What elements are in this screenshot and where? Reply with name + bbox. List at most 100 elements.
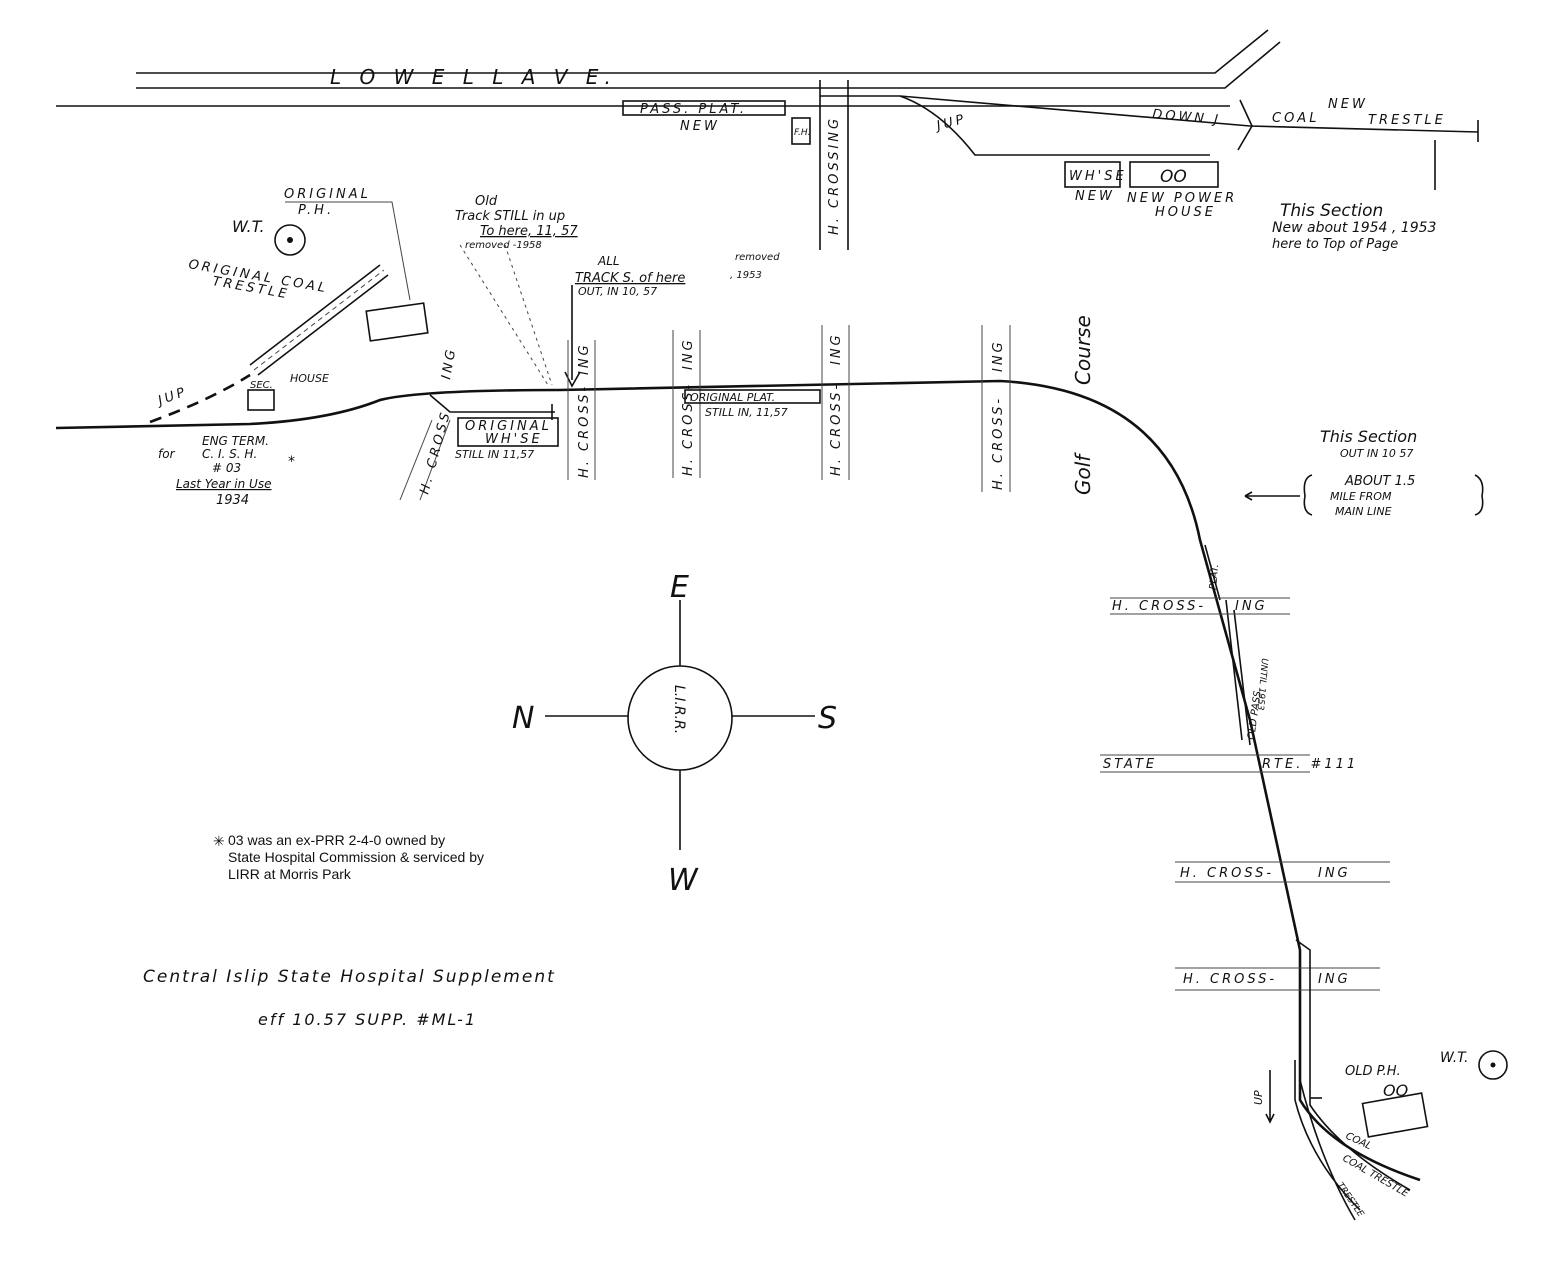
trestle-label: TRESTLE: [1368, 113, 1446, 128]
up-label: UP: [1252, 1090, 1265, 1105]
orig-whse-still: STILL IN 11,57: [455, 448, 534, 461]
sec-label: SEC.: [250, 380, 273, 391]
water-tower-icon: [274, 224, 306, 256]
title-line-1: Central Islip State Hospital Supplement: [143, 967, 556, 987]
footnote: 03 was an ex-PRR 2-4-0 owned by ✳ State …: [213, 832, 484, 882]
notes: Old Track STILL in up To here, 11, 57 re…: [455, 194, 780, 388]
section-note-3: here to Top of Page: [1272, 237, 1398, 252]
east-note-5: MAIN LINE: [1335, 505, 1392, 518]
for-label: for: [158, 447, 176, 461]
h-cross-s2-ing: ING: [1318, 866, 1351, 881]
compass-n: N: [512, 701, 534, 736]
pass-plat-label: PASS. PLAT.: [640, 102, 747, 117]
new-trestle-label: NEW: [1328, 97, 1368, 112]
compass-s: S: [818, 701, 837, 736]
south-section: PLAT. OLD PASS. UNTIL 1953 H. CROSS- ING…: [1100, 544, 1508, 1221]
old-ph-boilers: OO: [1383, 1081, 1408, 1100]
section-note-2: New about 1954 , 1953: [1272, 220, 1436, 236]
water-tower-s-icon: [1478, 1050, 1508, 1080]
east-note-4: MILE FROM: [1330, 490, 1392, 503]
lowell-ave-street: L O W E L L A V E.: [56, 29, 1281, 107]
h-cross-4-ing: ING: [829, 332, 844, 365]
water-tower-label: W.T.: [232, 217, 265, 236]
h-cross-4: H. CROSS-: [829, 382, 844, 476]
last-year-label: Last Year in Use: [176, 477, 271, 491]
h-cross-3: H. CROSS-: [681, 382, 696, 476]
eng-term-label: ENG TERM.: [202, 434, 269, 448]
asterisk-mark: *: [288, 454, 295, 470]
footnote-line-2: State Hospital Commission & serviced by: [228, 849, 484, 865]
cish-label: C. I. S. H.: [202, 447, 257, 461]
h-cross-3-ing: ING: [681, 337, 696, 370]
h-cross-s1: H. CROSS-: [1112, 599, 1206, 614]
orig-plat-label: ORIGINAL PLAT.: [690, 391, 775, 404]
old-track-note-1: Old: [475, 194, 498, 209]
until-label: UNTIL 1953: [1254, 658, 1269, 711]
jup-top: JUP: [932, 112, 968, 135]
power-house-label-2: HOUSE: [1155, 205, 1216, 220]
h-cross-s2: H. CROSS-: [1180, 866, 1274, 881]
trestle-s-label: TRESTLE: [1335, 1181, 1366, 1219]
plat-label: PLAT.: [1208, 564, 1221, 591]
all-track-note-1: ALL: [597, 254, 620, 268]
old-track-note-4: removed -1958: [465, 240, 542, 251]
orig-plat-still: STILL IN, 11,57: [705, 406, 788, 419]
title-block: Central Islip State Hospital Supplement …: [143, 967, 556, 1029]
h-cross-s1-ing: ING: [1235, 599, 1268, 614]
compass-rose: E N S W L.I.R.R.: [512, 570, 837, 898]
down-label: DOWN J: [1152, 107, 1222, 128]
state-label: STATE: [1103, 757, 1157, 772]
whse-new-label: NEW: [1075, 189, 1115, 204]
coal-label: COAL: [1272, 111, 1319, 126]
golf-label: Golf: [1071, 452, 1095, 495]
orig-whse-label-2: WH'SE: [485, 432, 543, 447]
east-note: This Section OUT IN 10 57 ABOUT 1.5 MILE…: [1244, 427, 1484, 518]
east-note-1: This Section: [1320, 427, 1417, 446]
h-cross-1: H. CROSS: [417, 409, 454, 496]
h-cross-5: H. CROSS-: [991, 396, 1006, 490]
pass-plat-new: NEW: [680, 119, 720, 134]
all-track-note-5: , 1953: [730, 270, 762, 281]
house-label: HOUSE: [290, 372, 329, 385]
main-crossings: H. CROSS ING H. CROSS- ING H. CROSS- ING…: [399, 315, 1095, 501]
h-cross-5-ing: ING: [991, 339, 1006, 372]
compass-w: W: [668, 863, 699, 898]
course-label: Course: [1071, 315, 1095, 385]
h-cross-2: H. CROSS-: [577, 384, 592, 478]
old-track-note-2: Track STILL in up: [455, 209, 565, 224]
h-cross-s3: H. CROSS-: [1183, 972, 1277, 987]
h-cross-2-ing: ING: [577, 342, 592, 375]
h-cross-s3-ing: ING: [1318, 972, 1351, 987]
fh-label: F.H.: [794, 128, 811, 138]
power-house-boilers: OO: [1160, 167, 1187, 187]
section-note-1: This Section: [1280, 201, 1383, 221]
east-note-2: OUT IN 10 57: [1340, 447, 1413, 460]
street-label: L O W E L L A V E.: [330, 65, 617, 89]
old-ph-label: OLD P.H.: [1345, 1064, 1401, 1079]
all-track-note-4: removed: [735, 252, 780, 263]
title-line-2: eff 10.57 SUPP. #ML-1: [258, 1010, 477, 1029]
all-track-note-3: OUT, IN 10, 57: [578, 285, 657, 298]
jup-west: JUP: [153, 384, 189, 409]
main-track: [55, 379, 1421, 1182]
h-crossing-top: H. CROSSING: [827, 116, 842, 235]
h-cross-1-ing: ING: [439, 346, 459, 381]
old-track-note-3: To here, 11, 57: [480, 224, 578, 239]
west-section: ORIGINAL P.H. W.T. ORIGINAL COAL TRESTLE…: [149, 187, 429, 508]
footnote-line-1: 03 was an ex-PRR 2-4-0 owned by: [228, 832, 445, 848]
orig-ph-label-2: P.H.: [298, 203, 334, 218]
pass-plat-box: [622, 100, 786, 116]
compass-lirr: L.I.R.R.: [671, 685, 687, 734]
east-note-3: ABOUT 1.5: [1344, 474, 1415, 489]
last-year-value: 1934: [216, 493, 249, 508]
asterisk-icon: ✳: [213, 833, 225, 849]
compass-e: E: [670, 570, 689, 605]
engine-number: # 03: [212, 461, 241, 475]
orig-ph-label: ORIGINAL: [284, 187, 371, 202]
all-track-note-2: TRACK S. of here: [575, 271, 685, 286]
rte-label: RTE. #111: [1262, 757, 1358, 772]
water-tower-s-label: W.T.: [1440, 1050, 1469, 1066]
orig-whse-label: ORIGINAL: [465, 419, 552, 434]
whse-label: WH'SE: [1069, 169, 1127, 184]
